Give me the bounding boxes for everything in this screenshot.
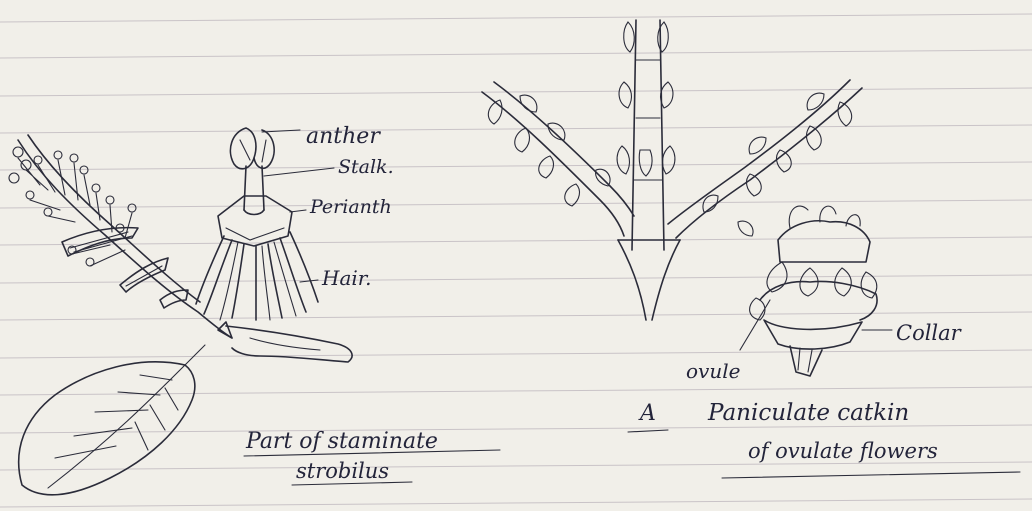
anther-label: anther bbox=[306, 124, 381, 149]
ovule-label: ovule bbox=[686, 359, 740, 383]
caption-staminate: Part of staminate strobilus bbox=[244, 429, 500, 485]
paniculate-catkin-drawing bbox=[482, 20, 862, 320]
staminate-caption-line2: strobilus bbox=[296, 459, 389, 483]
stalk-label: Stalk. bbox=[338, 156, 394, 178]
hair-label: Hair. bbox=[321, 266, 371, 290]
staminate-caption-line1: Part of staminate bbox=[245, 429, 438, 454]
collar-label: Collar bbox=[896, 321, 963, 345]
ovulate-caption-line1: Paniculate catkin bbox=[707, 400, 909, 426]
caption-ovulate: A Paniculate catkin of ovulate flowers bbox=[628, 400, 1020, 478]
staminate-flower-drawing bbox=[196, 128, 334, 320]
ovulate-caption-line2: of ovulate flowers bbox=[748, 439, 938, 463]
perianth-label: Perianth bbox=[309, 196, 392, 218]
ruled-lines bbox=[0, 14, 1032, 507]
ovulate-flower-drawing bbox=[740, 206, 892, 376]
figure-letter: A bbox=[638, 401, 656, 426]
label-group-staminate: anther Stalk. Perianth Hair. bbox=[306, 124, 394, 290]
